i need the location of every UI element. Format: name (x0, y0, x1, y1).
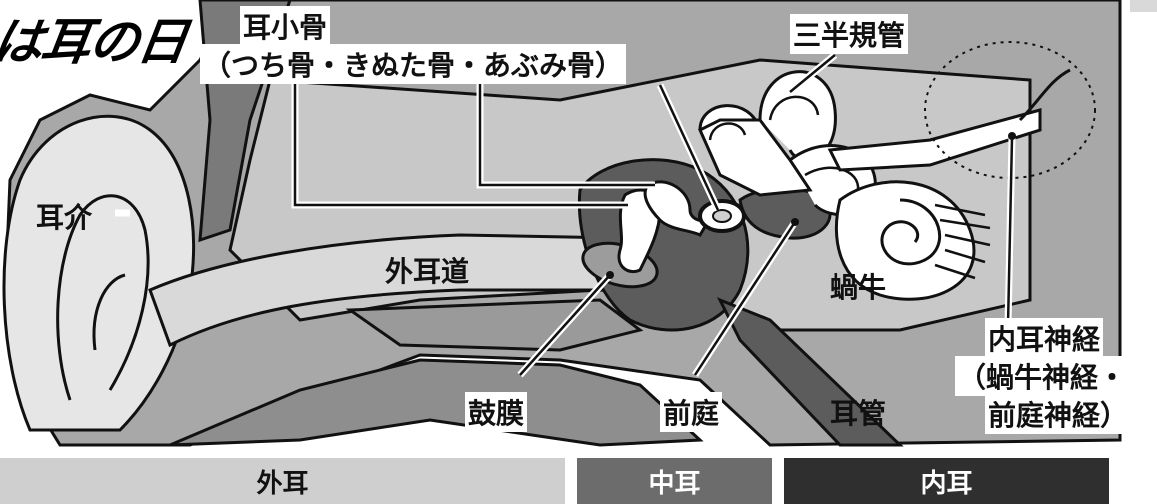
section-middle-ear: 中耳 (577, 458, 772, 504)
ossicles-detail-label: （つち骨・きぬた骨・あぶみ骨） (200, 44, 626, 84)
section-outer-ear-label: 外耳 (256, 463, 308, 500)
section-outer-ear: 外耳 (0, 458, 565, 504)
page-title: は耳の日 (0, 2, 191, 74)
eustachian-tube-label: 耳管 (830, 392, 886, 432)
vestibule-label: 前庭 (660, 392, 722, 432)
eardrum-label: 鼓膜 (465, 392, 527, 432)
auricle-label: 耳介 (36, 196, 92, 236)
section-inner-ear: 内耳 (784, 458, 1109, 504)
section-inner-ear-label: 内耳 (920, 463, 972, 500)
section-middle-ear-label: 中耳 (648, 463, 700, 500)
semicircular-canals-label: 三半規管 (790, 14, 908, 54)
cochlea-label: 蝸牛 (830, 266, 886, 306)
ear-canal-label: 外耳道 (385, 250, 469, 290)
inner-ear-nerve-detail-2: 前庭神経） (985, 394, 1131, 434)
inner-ear-nerve-detail-1: （蝸牛神経・ (955, 356, 1129, 396)
ossicles-label: 耳小骨 (240, 6, 330, 46)
inner-ear-nerve-label: 内耳神経 (985, 318, 1103, 358)
